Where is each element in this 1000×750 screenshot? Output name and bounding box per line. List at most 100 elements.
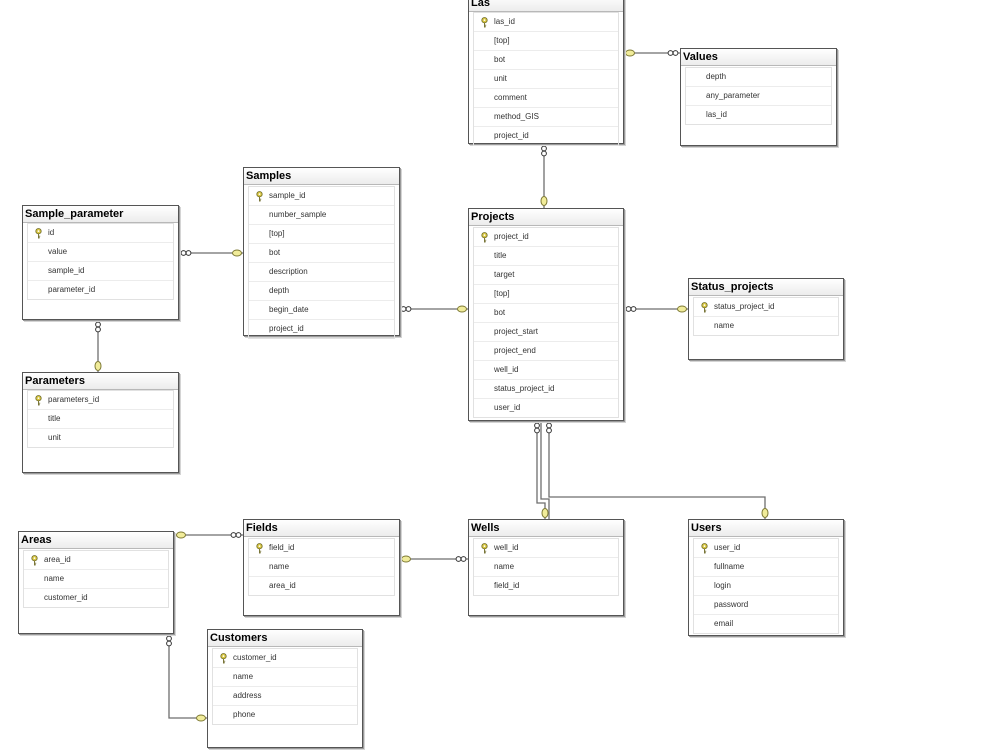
table-title[interactable]: Parameters	[23, 373, 178, 390]
column-row[interactable]: description	[249, 263, 394, 282]
column-row[interactable]: field_id	[474, 577, 618, 595]
column-row[interactable]: project_end	[474, 342, 618, 361]
column-row[interactable]: begin_date	[249, 301, 394, 320]
column-row[interactable]: area_id	[24, 551, 168, 570]
table-title[interactable]: Users	[689, 520, 843, 537]
column-name: bot	[494, 308, 506, 317]
column-row[interactable]: phone	[213, 706, 357, 724]
column-row[interactable]: las_id	[686, 106, 831, 124]
column-row[interactable]: bot	[474, 51, 618, 70]
column-row[interactable]: name	[474, 558, 618, 577]
table-title[interactable]: Areas	[19, 532, 173, 549]
key-cell	[215, 649, 231, 667]
column-name: name	[233, 672, 254, 681]
column-row[interactable]: sample_id	[28, 262, 173, 281]
column-row[interactable]: name	[694, 317, 838, 335]
column-name: field_id	[494, 581, 520, 590]
column-row[interactable]: [top]	[474, 285, 618, 304]
column-row[interactable]: name	[24, 570, 168, 589]
column-row[interactable]: sample_id	[249, 187, 394, 206]
column-row[interactable]: user_id	[474, 399, 618, 417]
column-row[interactable]: area_id	[249, 577, 394, 595]
column-row[interactable]: well_id	[474, 361, 618, 380]
column-row[interactable]: status_project_id	[694, 298, 838, 317]
column-row[interactable]: unit	[474, 70, 618, 89]
column-row[interactable]: bot	[474, 304, 618, 323]
column-row[interactable]: password	[694, 596, 838, 615]
column-row[interactable]: project_id	[474, 127, 618, 145]
column-row[interactable]: status_project_id	[474, 380, 618, 399]
column-row[interactable]: address	[213, 687, 357, 706]
many-end-icon	[230, 532, 242, 538]
column-row[interactable]: number_sample	[249, 206, 394, 225]
column-row[interactable]: depth	[249, 282, 394, 301]
column-row[interactable]: id	[28, 224, 173, 243]
table-title[interactable]: Sample_parameter	[23, 206, 178, 223]
column-row[interactable]: customer_id	[213, 649, 357, 668]
column-name: password	[714, 600, 749, 609]
column-row[interactable]: bot	[249, 244, 394, 263]
column-name: unit	[48, 433, 61, 442]
column-row[interactable]: field_id	[249, 539, 394, 558]
one-end-key-icon	[176, 531, 186, 539]
column-row[interactable]: parameter_id	[28, 281, 173, 299]
column-row[interactable]: login	[694, 577, 838, 596]
table-title[interactable]: Las	[469, 0, 623, 12]
primary-key-icon	[219, 652, 227, 663]
column-row[interactable]: parameters_id	[28, 391, 173, 410]
table-title[interactable]: Wells	[469, 520, 623, 537]
column-row[interactable]: well_id	[474, 539, 618, 558]
primary-key-icon	[255, 190, 263, 201]
column-row[interactable]: [top]	[474, 32, 618, 51]
column-row[interactable]: customer_id	[24, 589, 168, 607]
table-title[interactable]: Values	[681, 49, 836, 66]
column-row[interactable]: project_id	[249, 320, 394, 338]
column-row[interactable]: name	[249, 558, 394, 577]
column-row[interactable]: any_parameter	[686, 87, 831, 106]
one-end-key-icon	[94, 361, 102, 371]
column-name: area_id	[269, 581, 296, 590]
table-title[interactable]: Status_projects	[689, 279, 843, 296]
column-row[interactable]: title	[28, 410, 173, 429]
column-row[interactable]: unit	[28, 429, 173, 447]
many-end-icon	[180, 250, 192, 256]
column-row[interactable]: comment	[474, 89, 618, 108]
column-name: begin_date	[269, 305, 309, 314]
column-row[interactable]: project_id	[474, 228, 618, 247]
column-row[interactable]: email	[694, 615, 838, 633]
column-row[interactable]: user_id	[694, 539, 838, 558]
key-cell	[251, 539, 267, 557]
one-end-key-icon	[232, 249, 242, 257]
table-title[interactable]: Fields	[244, 520, 399, 537]
column-row[interactable]: project_start	[474, 323, 618, 342]
column-row[interactable]: las_id	[474, 13, 618, 32]
column-row[interactable]: depth	[686, 68, 831, 87]
column-row[interactable]: value	[28, 243, 173, 262]
column-row[interactable]: title	[474, 247, 618, 266]
table-title[interactable]: Projects	[469, 209, 623, 226]
column-row[interactable]: fullname	[694, 558, 838, 577]
column-row[interactable]: target	[474, 266, 618, 285]
column-name: sample_id	[48, 266, 85, 275]
column-row[interactable]: [top]	[249, 225, 394, 244]
column-row[interactable]: name	[213, 668, 357, 687]
table-title[interactable]: Customers	[208, 630, 362, 647]
column-row[interactable]: method_GIS	[474, 108, 618, 127]
table-title[interactable]: Samples	[244, 168, 399, 185]
column-name: project_id	[494, 232, 529, 241]
